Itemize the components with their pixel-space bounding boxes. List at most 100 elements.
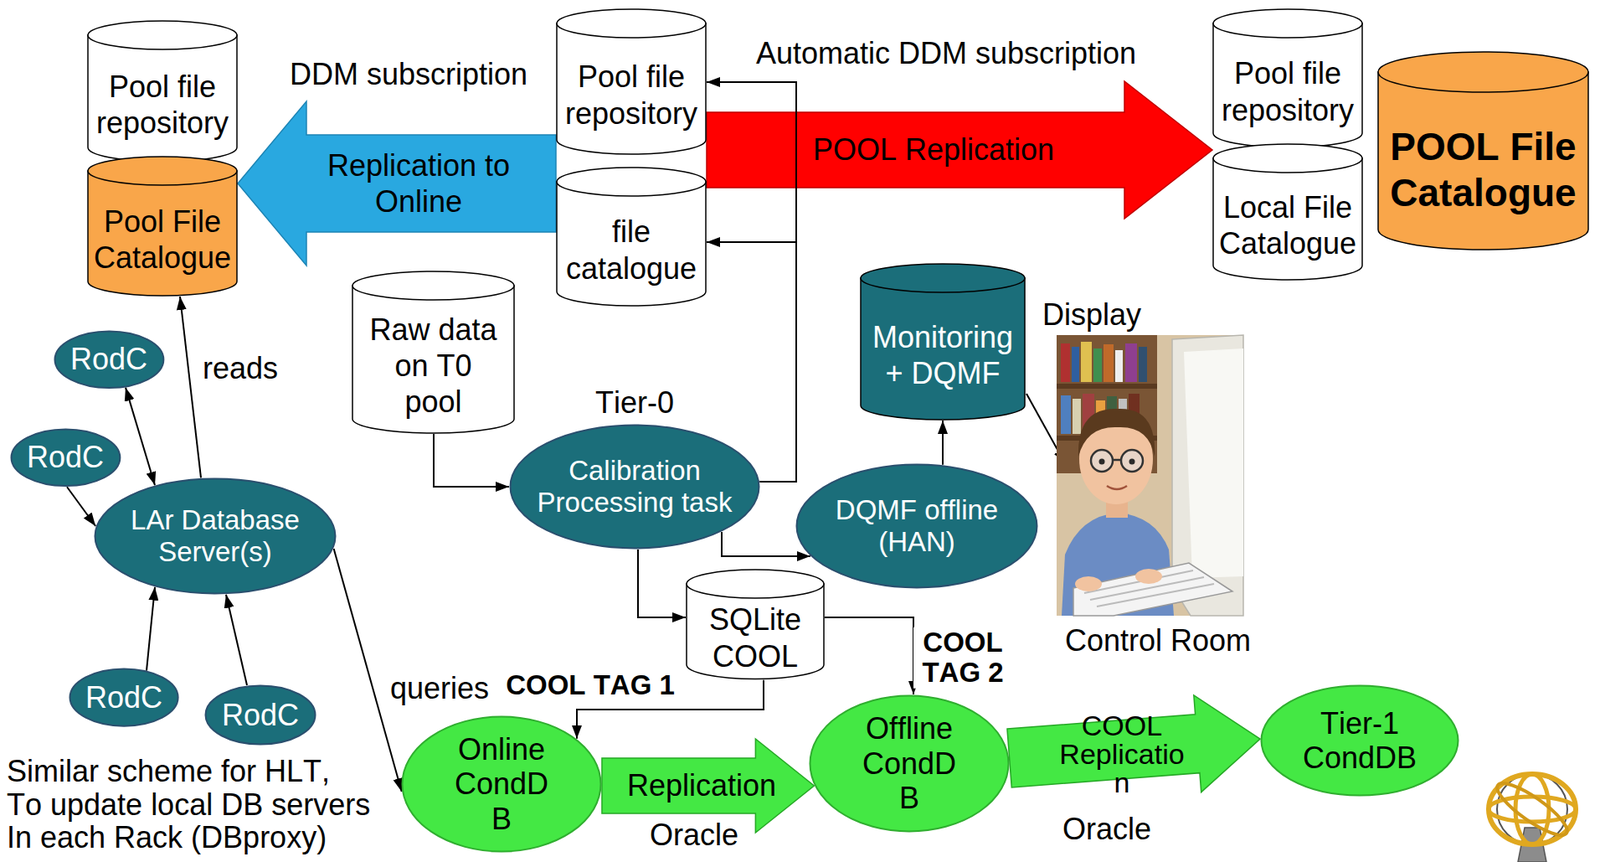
drawing-part xyxy=(1115,349,1123,382)
drawing-part xyxy=(1135,568,1163,584)
cylinder-body xyxy=(556,23,706,155)
cylinder-body xyxy=(556,181,706,306)
annotation-label: Display xyxy=(1042,296,1142,333)
database-cylinder: file catalogue xyxy=(555,166,707,307)
flow-arrow xyxy=(66,486,96,526)
cylinder-body xyxy=(352,285,515,433)
edge-label: Replication to Online xyxy=(322,147,515,220)
cylinder-top xyxy=(1378,51,1589,93)
drawing-part xyxy=(1103,344,1114,382)
cylinder-top xyxy=(860,263,1025,293)
cylinder-body xyxy=(860,277,1025,420)
edge-label: queries xyxy=(386,669,493,706)
database-cylinder: POOL File Catalogue xyxy=(1377,51,1590,251)
cylinder-body xyxy=(1378,72,1589,250)
ellipse-outline xyxy=(510,425,760,549)
edge-label: reads xyxy=(199,349,282,386)
node-label: RodC xyxy=(26,439,104,474)
process-ellipse: Offline CondD B xyxy=(808,694,1010,833)
node-label: Monitoring + DQMF xyxy=(869,318,1017,391)
node-label: file catalogue xyxy=(560,213,702,286)
replication-arrow xyxy=(706,81,1213,219)
annotation-label: Oracle xyxy=(649,816,739,853)
drawing-part xyxy=(1072,398,1081,434)
drawing-part xyxy=(1099,458,1106,465)
node-label: Offline CondD B xyxy=(857,710,963,815)
cylinder-top xyxy=(556,9,706,38)
edge-label: Replication xyxy=(627,766,777,803)
drawing-part xyxy=(1078,408,1155,457)
node-label: RodC xyxy=(221,697,299,732)
flow-arrow xyxy=(824,617,914,695)
annotation-label: Similar scheme for HLT, To update local … xyxy=(6,754,372,855)
drawing-part xyxy=(1129,458,1136,465)
drawing-part xyxy=(1071,346,1080,382)
ellipse-outline xyxy=(69,668,178,726)
flow-arrow xyxy=(637,549,686,618)
control-room-photo xyxy=(1056,334,1244,616)
flow-arrow xyxy=(941,420,944,465)
drawing-part xyxy=(1073,562,1233,616)
process-ellipse: RodC xyxy=(204,684,317,746)
process-ellipse: RodC xyxy=(68,667,180,727)
edge-label: COOL Replicatio n xyxy=(1054,710,1189,797)
node-label: Pool file repository xyxy=(1217,55,1359,128)
cylinder-top xyxy=(87,20,237,50)
flow-arrow xyxy=(180,296,201,478)
cylinder-body xyxy=(87,35,237,162)
cylinder-top xyxy=(87,156,237,186)
drawing-part xyxy=(1080,341,1092,382)
node-label: Calibration Processing task xyxy=(534,454,736,519)
database-cylinder: Pool file repository xyxy=(87,20,238,163)
drawing-part xyxy=(1060,343,1071,382)
ellipse-outline xyxy=(54,330,164,388)
database-cylinder: Raw data on T0 pool xyxy=(351,270,515,434)
process-ellipse: Tier-0Calibration Processing task xyxy=(509,423,761,550)
ellipse-outline xyxy=(95,478,336,594)
node-label: Tier-1 CondDB xyxy=(1299,705,1421,776)
annotation-label: Oracle xyxy=(1062,810,1152,847)
database-cylinder: Pool file repository xyxy=(555,8,707,155)
cylinder-top xyxy=(1213,9,1363,38)
node-label: Pool file repository xyxy=(560,58,702,131)
flow-arrow xyxy=(146,586,155,671)
cylinder-top xyxy=(352,271,515,300)
drawing-part xyxy=(1515,773,1549,844)
edge-label: POOL Replication xyxy=(812,131,1055,168)
drawing-part xyxy=(1106,485,1127,489)
process-ellipse: DQMF offline (HAN) xyxy=(795,463,1039,589)
node-label: DQMF offline (HAN) xyxy=(833,493,1001,558)
database-cylinder: Pool file repository xyxy=(1212,8,1364,149)
atlas-logo xyxy=(1488,773,1576,862)
flow-arrow xyxy=(226,594,247,685)
process-ellipse: Online CondD B xyxy=(401,715,602,853)
node-label: SQLite COOL xyxy=(700,601,810,674)
node-label: Local File Catalogue xyxy=(1217,189,1359,262)
edge-label: COOL TAG 2 xyxy=(913,627,1013,689)
node-label: Raw data on T0 pool xyxy=(366,311,501,421)
node-label: POOL File Catalogue xyxy=(1387,123,1580,217)
cylinder-top xyxy=(1213,144,1363,173)
drawing-part xyxy=(1090,449,1113,472)
replication-arrow xyxy=(237,101,556,266)
process-ellipse: RodC xyxy=(10,427,122,488)
ellipse-outline xyxy=(402,716,602,852)
drawing-part xyxy=(1138,346,1148,382)
cylinder-top xyxy=(686,569,824,598)
drawing-part xyxy=(1056,334,1244,616)
drawing-part xyxy=(1093,348,1102,382)
process-ellipse: Tier-1 CondDB xyxy=(1260,684,1460,797)
flow-arrow xyxy=(125,387,155,486)
node-label: Pool file repository xyxy=(92,68,233,141)
node-label: LAr Database Server(s) xyxy=(127,504,304,568)
annotation-label: Control Room xyxy=(1064,622,1251,659)
flow-arrow xyxy=(721,531,811,556)
node-label: RodC xyxy=(70,341,148,376)
drawing-part xyxy=(1183,348,1244,578)
ellipse-outline xyxy=(1261,685,1459,796)
drawing-part xyxy=(1488,796,1576,822)
annotation-label: Automatic DDM subscription xyxy=(756,35,1137,72)
process-ellipse: RodC xyxy=(53,329,165,390)
node-label: Online CondD B xyxy=(449,731,555,836)
drawing-part xyxy=(1060,395,1071,434)
